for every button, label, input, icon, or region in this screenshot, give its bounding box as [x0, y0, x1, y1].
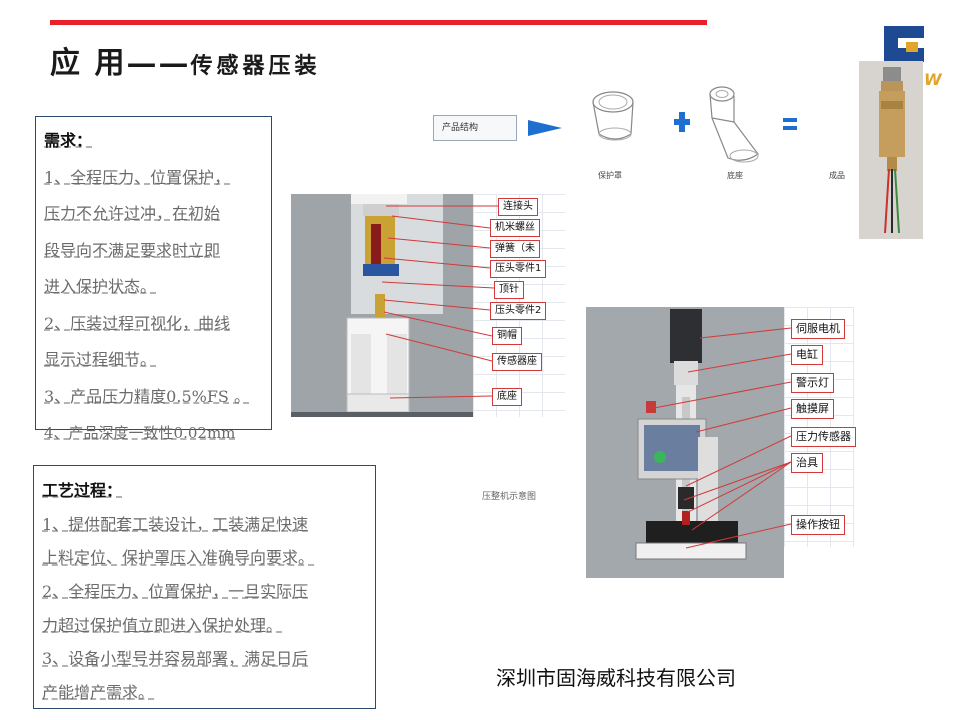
requirement-line: 进入保护状态。	[44, 277, 157, 296]
top-accent-bar	[50, 20, 707, 25]
blue-plus-icon	[673, 112, 691, 132]
machine-callout: 操作按钮	[791, 515, 845, 535]
machine-callout: 触摸屏	[791, 399, 834, 419]
figure-caption: 压整机示意图	[482, 492, 537, 502]
tooling-callout: 传感器座	[492, 353, 542, 371]
requirement-line: 1、全程压力、位置保护，	[44, 167, 231, 187]
process-line: 2、全程压力、位置保护，一旦实际压	[42, 582, 309, 602]
blue-equals-icon	[783, 117, 797, 131]
tooling-callout: 顶针	[494, 281, 524, 299]
process-line: 产能增产需求。	[42, 683, 155, 703]
product-photo	[859, 61, 923, 239]
page-title: 应 用——传感器压装	[50, 38, 320, 82]
product-structure-label: 产品结构	[433, 115, 517, 141]
part-label-base: 底座	[727, 171, 743, 180]
protective-cover-drawing	[585, 84, 645, 154]
tooling-callout: 底座	[492, 388, 522, 406]
requirements-heading: 需求：	[44, 131, 93, 150]
base-drawing	[700, 82, 770, 170]
tooling-callout: 机米螺丝	[490, 219, 540, 237]
page-title-sub: 传感器压装	[190, 53, 321, 79]
process-line: 力超过保护值立即进入保护处理。	[42, 615, 283, 635]
requirement-line: 2、压装过程可视化，曲线	[44, 313, 231, 333]
tooling-callout: 压头零件2	[490, 302, 547, 320]
machine-callout: 治具	[791, 453, 823, 473]
tooling-callout: 压头零件1	[490, 260, 547, 278]
process-heading: 工艺过程：	[42, 481, 123, 500]
machine-callout: 警示灯	[791, 373, 834, 393]
machine-callout: 压力传感器	[791, 427, 856, 447]
process-line: 上料定位、保护罩压入准确导向要求。	[42, 548, 315, 568]
process-panel: 工艺过程： 1、提供配套工装设计，工装满足快速 上料定位、保护罩压入准确导向要求…	[33, 465, 376, 709]
requirement-line: 段导向不满足要求时立即	[44, 240, 221, 260]
press-machine-image	[586, 307, 784, 578]
process-line: 1、提供配套工装设计，工装满足快速	[42, 514, 309, 534]
machine-callout: 电缸	[791, 345, 823, 365]
company-name: 深圳市固海威科技有限公司	[496, 666, 736, 690]
tooling-callout: 铜帽	[492, 327, 522, 345]
process-line: 3、设备小型号并容易部署，满足日后	[42, 649, 309, 669]
tooling-callout: 连接头	[498, 198, 538, 216]
requirement-line: 4、产品深度一致性0.02mm	[44, 424, 236, 442]
page-title-main: 应 用——	[50, 46, 191, 81]
requirements-panel: 需求： 1、全程压力、位置保护， 压力不允许过冲，在初始 段导向不满足要求时立即…	[35, 116, 272, 442]
part-label-cover: 保护罩	[598, 171, 622, 180]
requirement-line: 显示过程细节。	[44, 350, 157, 369]
part-label-product: 成品	[829, 171, 845, 180]
logo-text: W	[924, 70, 942, 89]
machine-callout: 伺服电机	[791, 319, 845, 339]
blue-arrow-icon	[528, 118, 562, 138]
tooling-callout: 弹簧（未	[490, 240, 540, 258]
requirement-line: 压力不允许过冲，在初始	[44, 204, 221, 223]
requirement-line: 3、产品压力精度0.5%FS 。	[44, 386, 250, 406]
